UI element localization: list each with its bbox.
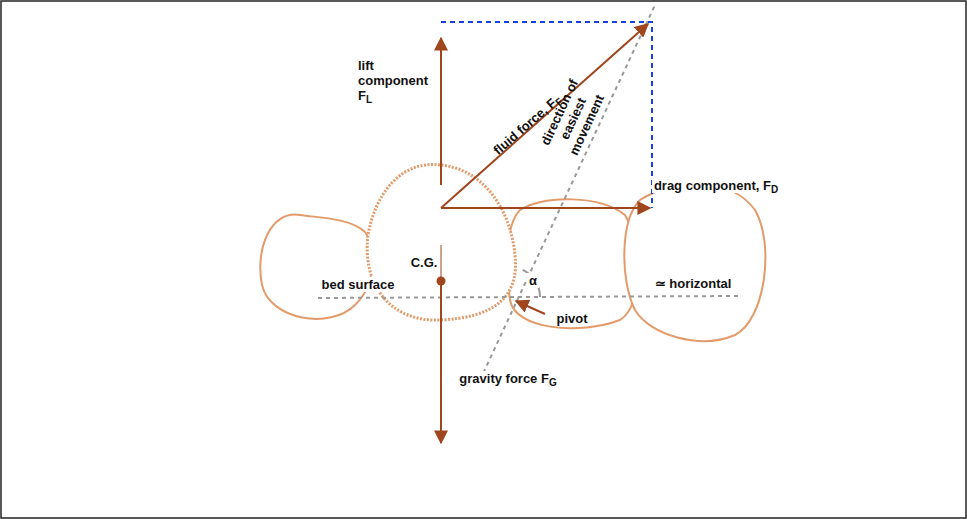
movement-line (480, 5, 655, 380)
angle-arc (523, 270, 540, 297)
bed-surface-label: bed surface (320, 277, 397, 292)
horizontal-label: ≃ horizontal (653, 276, 734, 291)
angle-label: α (527, 273, 539, 288)
cg-dot (437, 277, 446, 286)
force-rectangle (441, 22, 652, 208)
pivot-pointer (516, 301, 545, 314)
grain-left (260, 215, 373, 319)
drag-label: drag component, FD (652, 178, 780, 193)
cg-label: C.G. (409, 255, 440, 270)
gravity-arrow (440, 283, 442, 443)
pivot-label: pivot (554, 311, 589, 326)
fluid-arrow (441, 24, 648, 208)
lift-label: lift component FL (356, 58, 440, 103)
drag-arrow (441, 207, 650, 209)
bed-line (318, 296, 738, 298)
grain-pivot (507, 199, 637, 328)
lift-arrow (440, 38, 442, 185)
gravity-label: gravity force FG (457, 371, 558, 386)
